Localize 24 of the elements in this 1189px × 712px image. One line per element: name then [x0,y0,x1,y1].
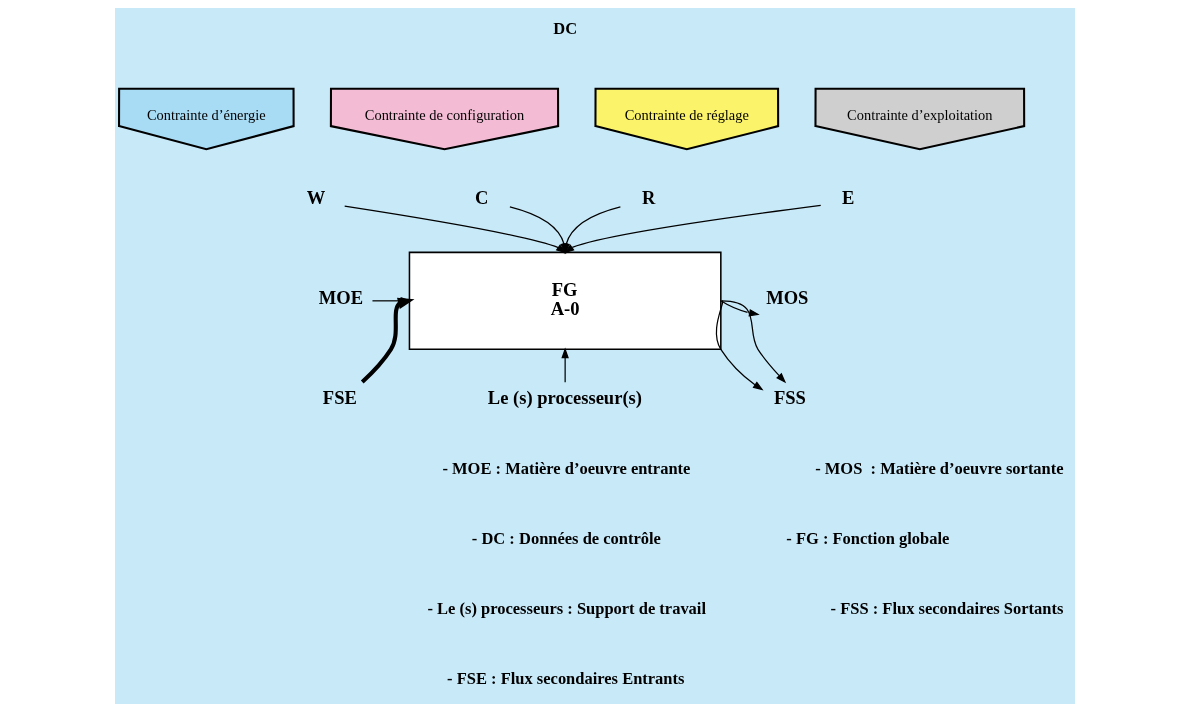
label: - FSS : Flux secondaires Sortants [830,599,1063,619]
node-text: FSS [773,387,806,409]
node-text: MOE [318,287,363,309]
node-text: E [841,187,854,209]
arrow [563,204,821,254]
label: - MOS : Matière d’oeuvre sortante [814,458,1064,478]
node-text: C [474,187,488,209]
arrow [562,206,621,255]
label: DC [552,18,577,38]
node-box: FG A-0 [408,251,722,351]
node-text: R [641,187,655,209]
label: - DC : Données de contrôle [471,528,661,548]
label: - Le (s) processeurs : Support de travail [426,599,706,619]
node-text: Le (s) processeur(s) [487,387,642,409]
label: - FG : Fonction globale [785,528,949,548]
arrow [560,347,569,383]
node-text: W [306,187,325,209]
arrow [719,300,760,317]
arrow [715,300,764,391]
node-text: FSE [322,387,357,409]
label: - FSE : Flux secondaires Entrants [446,669,684,689]
node-text: MOS [765,287,808,309]
arrow [720,300,786,384]
label: - MOE : Matière d’oeuvre entrante [441,458,690,478]
